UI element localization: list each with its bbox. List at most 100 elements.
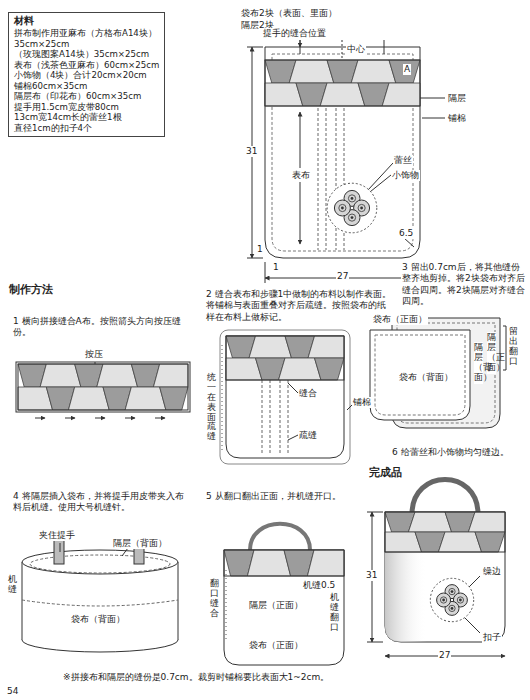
part-label: 54 — [6, 686, 19, 697]
button — [459, 599, 462, 602]
part-label: 铺棉 — [352, 397, 372, 408]
part-label: 扣子 — [482, 632, 502, 643]
press-arrow — [65, 418, 75, 419]
patch-piece — [351, 60, 396, 83]
material-line: 35cm×25cm — [14, 39, 159, 49]
part-label: 统一在表面疏缝 — [207, 372, 216, 443]
part-label: ※拼接布和隔层的缝份是0.7cm。裁剪时铺棉要比表面大1~2cm。 — [62, 672, 330, 683]
patch-piece — [97, 364, 138, 387]
ornament-ring — [348, 214, 355, 221]
part-label: 隔层（正面） — [487, 332, 496, 374]
button — [451, 590, 454, 593]
part-label: 小饰物 — [391, 170, 420, 181]
part-label: 隔层（背面） — [474, 342, 483, 384]
step-caption: 3 留出0.7cm后，将其他缝份整齐地剪掉。将2块袋布对齐后缝合四周。将2块隔层… — [401, 262, 527, 307]
patch-piece — [160, 387, 188, 410]
material-line: 隔层布（印花布）60cm×35cm — [14, 91, 159, 101]
button — [451, 607, 454, 610]
part-label: 夹住提手 — [38, 530, 76, 541]
patch-piece — [468, 512, 505, 532]
ornament — [334, 200, 350, 216]
press-arrow — [125, 418, 135, 419]
patch-band — [385, 512, 505, 552]
part-label: 袋布（背面） — [70, 614, 126, 625]
patch-piece — [279, 358, 321, 380]
ornament-ring — [339, 204, 346, 211]
part-label: 机缝 — [8, 574, 17, 596]
step-caption: 2 缝合表布和步骤1中做制的布料以制作表面。将铺棉与表面重叠对齐后疏缝。按照袋布… — [205, 289, 395, 323]
press-arrow — [95, 418, 105, 419]
material-line: 13cm宽14cm长的蕾丝1根 — [14, 112, 159, 122]
press-arrow — [35, 418, 45, 419]
patch-piece — [125, 387, 166, 410]
part-label: 蕾丝 — [393, 155, 413, 166]
patch-piece — [307, 550, 344, 576]
button — [442, 599, 445, 602]
step-caption: 1 横向拼接缝合A布。按照箭头方向按压缝份。 — [12, 316, 192, 339]
part-label: 27 — [438, 650, 451, 661]
patch-piece — [389, 60, 420, 83]
ornament-ring — [440, 597, 446, 603]
step-caption: 6 给蕾丝和小饰物均匀缝边。 — [391, 447, 527, 458]
patchwork — [18, 60, 505, 622]
lace — [430, 578, 473, 621]
section-heading: 制作方法 — [8, 283, 54, 296]
part-label: 1 — [256, 244, 264, 255]
patch-piece — [408, 512, 451, 532]
part-label: 27 — [336, 271, 349, 282]
part-label: 提手的缝合位置 — [262, 28, 327, 39]
press-arrow — [155, 418, 165, 419]
part-label: 隔层（正面） — [248, 600, 304, 611]
part-label: 缲边 — [482, 566, 502, 577]
patch-piece — [308, 336, 344, 358]
part-label: 疏缝 — [298, 430, 318, 441]
patch-piece — [289, 60, 334, 83]
part-label: 袋布（正面） — [372, 314, 428, 325]
material-line: 拼布制作用亚麻布（方格布A14块） — [14, 28, 159, 38]
lace — [327, 183, 377, 233]
material-line: 小饰物（4块）合计20cm×20cm — [14, 70, 159, 80]
patch-piece — [68, 387, 109, 410]
part-label: 1 — [272, 262, 280, 273]
patch-piece — [153, 364, 188, 387]
part-label: 留出翻口 — [509, 326, 518, 368]
part-label: 6.5 — [398, 228, 414, 239]
patch-band — [265, 60, 420, 106]
part-label: 缝合 — [298, 388, 318, 399]
material-line: 提手用1.5cm宽皮带80cm — [14, 102, 159, 112]
patch-piece — [438, 532, 481, 552]
material-line: 铺棉60cm×35cm — [14, 81, 159, 91]
part-label: 翻口缝合 — [210, 578, 219, 620]
patch-band — [226, 336, 344, 380]
part-label: 隔层（背面） — [112, 538, 168, 549]
materials-box: 材料拼布制作用亚麻布（方格布A14块）35cm×25cm（玫瑰图案A14块）35… — [8, 12, 165, 137]
part-label: 隔层 — [447, 93, 467, 104]
part-label: 31 — [365, 570, 378, 581]
patch-piece — [249, 336, 291, 358]
part-label: 31 — [245, 146, 258, 157]
part-label: 袋布2块（表面、里面） — [240, 8, 338, 19]
material-line: （玫瑰图案A14块）35cm×25cm — [14, 49, 159, 59]
material-line: 表布（浅茶色亚麻布）60cm×25cm — [14, 60, 159, 70]
button — [360, 207, 363, 210]
button — [351, 197, 354, 200]
ornament-ring — [348, 195, 355, 202]
ornament-ring — [358, 204, 365, 211]
patch-piece — [247, 550, 290, 576]
section-heading: 完成品 — [368, 466, 403, 479]
ornament-ring — [457, 597, 463, 603]
patch-piece — [382, 83, 420, 106]
patch-piece — [475, 532, 505, 552]
ornament-ring — [449, 588, 455, 594]
part-label: 袋布（正面） — [248, 640, 304, 651]
patch-band — [224, 550, 344, 576]
part-label: 铺棉 — [447, 113, 467, 124]
ornament — [437, 593, 451, 607]
box-heading: 材料 — [14, 15, 159, 27]
material-line: 直径1cm的扣子4个 — [14, 123, 159, 133]
stitch-line — [22, 600, 178, 606]
patch-piece — [320, 83, 365, 106]
part-label: 按压 — [84, 349, 104, 360]
ornament-ring — [449, 605, 455, 611]
button — [351, 216, 354, 219]
